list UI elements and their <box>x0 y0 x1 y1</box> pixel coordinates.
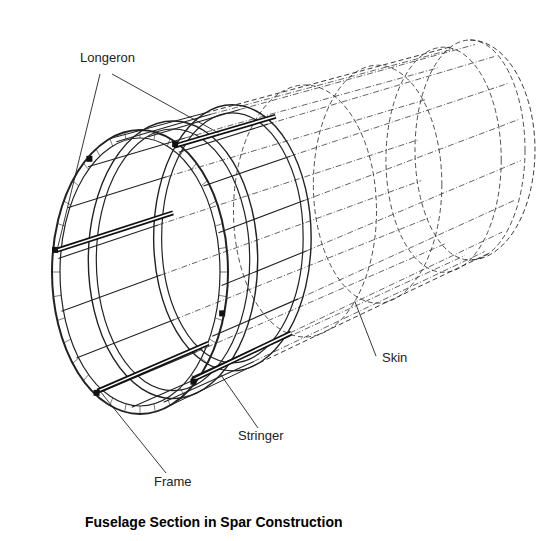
stringer-line <box>222 251 307 286</box>
frame-web-mark <box>167 139 170 147</box>
leader-line <box>99 389 166 473</box>
frame-web-mark <box>52 272 60 273</box>
longeron-bar <box>174 116 275 146</box>
longeron-end <box>190 379 196 385</box>
frame-web-mark <box>57 318 65 321</box>
longeron-bar <box>57 213 173 250</box>
leader-line <box>355 301 376 356</box>
frame-hidden <box>415 40 525 260</box>
frame-ring-inner <box>162 113 304 363</box>
stringer-hidden-line <box>240 45 475 110</box>
leader-line <box>221 374 258 428</box>
part-label: Longeron <box>78 50 137 65</box>
longeron-end <box>94 390 100 396</box>
structure-lines <box>52 40 535 473</box>
frame-web-mark <box>154 132 155 140</box>
frame-web-mark <box>83 163 88 169</box>
longeron-end <box>86 156 92 162</box>
part-label: Skin <box>380 350 409 365</box>
frame-web-mark <box>140 406 141 414</box>
stringer-line <box>203 156 290 186</box>
frame-web-mark <box>53 295 61 296</box>
frame-web-mark <box>125 132 126 140</box>
stringer-hidden-line <box>290 83 509 156</box>
frame-web-mark <box>201 358 207 363</box>
stringer-hidden-line <box>280 232 503 338</box>
longeron-end <box>219 310 225 316</box>
frame-web-mark <box>209 201 216 205</box>
frame-hidden <box>313 65 441 303</box>
skin-edge <box>110 113 206 139</box>
frame-ring <box>88 121 257 399</box>
frame-web-mark <box>209 339 216 343</box>
longeron-end <box>172 141 178 147</box>
frame-web-mark <box>220 272 228 273</box>
frame-web-mark <box>64 339 71 343</box>
part-label: Frame <box>152 474 194 489</box>
frame-web-mark <box>140 130 141 138</box>
longeron-bar <box>98 343 209 391</box>
longeron-highlight <box>98 343 209 391</box>
stringer-hidden-line <box>185 68 438 138</box>
figure-caption: Fuselage Section in Spar Construction <box>85 514 342 530</box>
frame-web-mark <box>83 375 88 381</box>
stringer-hidden-line <box>197 243 446 351</box>
frame-web-mark <box>125 404 126 412</box>
frame-web-mark <box>64 201 71 205</box>
longeron-highlight <box>57 213 173 250</box>
skin-edge-hidden <box>259 253 488 362</box>
stringer-line <box>219 201 304 233</box>
frame-web-mark <box>201 181 207 186</box>
stringer-line <box>77 320 175 359</box>
longeron-highlight <box>192 333 291 380</box>
frame-web-mark <box>167 398 170 406</box>
longeron-bar <box>192 333 291 380</box>
frame-web-mark <box>154 404 155 412</box>
stringer-hidden-line <box>161 181 421 275</box>
longeron-highlight <box>174 116 275 146</box>
stringer-hidden-line <box>304 119 519 200</box>
frame-web-mark <box>96 149 100 156</box>
frame-ring <box>52 130 228 414</box>
frame-web-mark <box>215 223 223 226</box>
frame-web-mark <box>180 388 184 395</box>
frame-web-mark <box>110 139 113 147</box>
leader-line <box>112 74 219 133</box>
stringer-line <box>68 177 167 208</box>
stringer-line <box>58 225 158 258</box>
stringer-hidden-line <box>298 200 515 299</box>
part-label: Stringer <box>236 428 286 443</box>
frame-ring-inner <box>60 138 220 406</box>
skin-end <box>470 40 535 260</box>
frame-web-mark <box>191 163 196 169</box>
leader-lines <box>57 74 376 473</box>
frame-web-mark <box>180 149 184 156</box>
stringer-hidden-line <box>254 251 485 361</box>
frame-ring <box>154 105 312 371</box>
stringer-line <box>164 361 254 402</box>
frame-web-mark <box>215 318 223 321</box>
stringer-hidden-line <box>307 161 521 251</box>
frame-hidden <box>386 47 501 272</box>
stringer-hidden-line <box>158 139 419 225</box>
frame-web-mark <box>73 358 79 363</box>
leader-line <box>57 74 100 250</box>
stringer-hidden-line <box>268 57 494 125</box>
frame-web-mark <box>219 247 227 248</box>
skin-edge-hidden <box>205 47 451 113</box>
stringer-line <box>61 275 160 311</box>
frame-web-mark <box>219 295 227 296</box>
